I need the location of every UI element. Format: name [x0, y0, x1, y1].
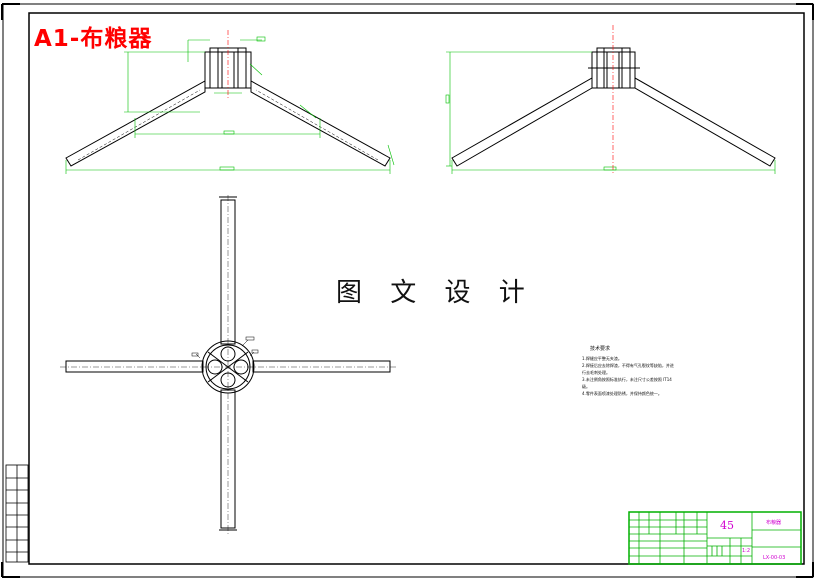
technical-requirements: 技术要求 1.焊缝应平整无夹渣。 2.焊接后应去除焊渣，不得有气孔裂纹等缺陷，并…	[582, 346, 674, 397]
title-block-drawing-code: LX-00-03	[763, 555, 786, 561]
front-view-dimensions	[65, 36, 395, 174]
title-block-scale: 1:2	[742, 548, 751, 554]
inner-border	[28, 12, 805, 565]
title-block-material: 45	[720, 519, 734, 532]
outer-border	[2, 3, 814, 578]
technical-requirements-heading: 技术要求	[590, 346, 611, 352]
trim-marks	[1, 3, 814, 578]
top-view-leaders	[191, 336, 259, 359]
front-view	[65, 47, 391, 167]
watermark-text: 图 文 设 计	[336, 278, 535, 308]
technical-requirement-item: 2.焊接后应去除焊渣，不得有气孔裂纹等缺陷，并进行去毛刺处理。	[582, 363, 674, 375]
title-block	[628, 511, 802, 565]
side-view-dimensions	[445, 51, 776, 174]
technical-requirement-item: 1.焊缝应平整无夹渣。	[582, 356, 622, 361]
top-view-centerlines	[60, 195, 396, 535]
side-view	[451, 47, 776, 167]
technical-requirement-item: 3.未注倒角按照标准执行，未注尺寸公差按照 IT14 级。	[582, 377, 672, 389]
title-block-part-name: 布粮器	[766, 520, 782, 526]
revision-side-table	[5, 464, 29, 563]
sheet-title: A1-布粮器	[34, 26, 153, 52]
technical-requirement-item: 4.零件表面喷漆处理防锈，并保持颜色统一。	[582, 391, 662, 396]
